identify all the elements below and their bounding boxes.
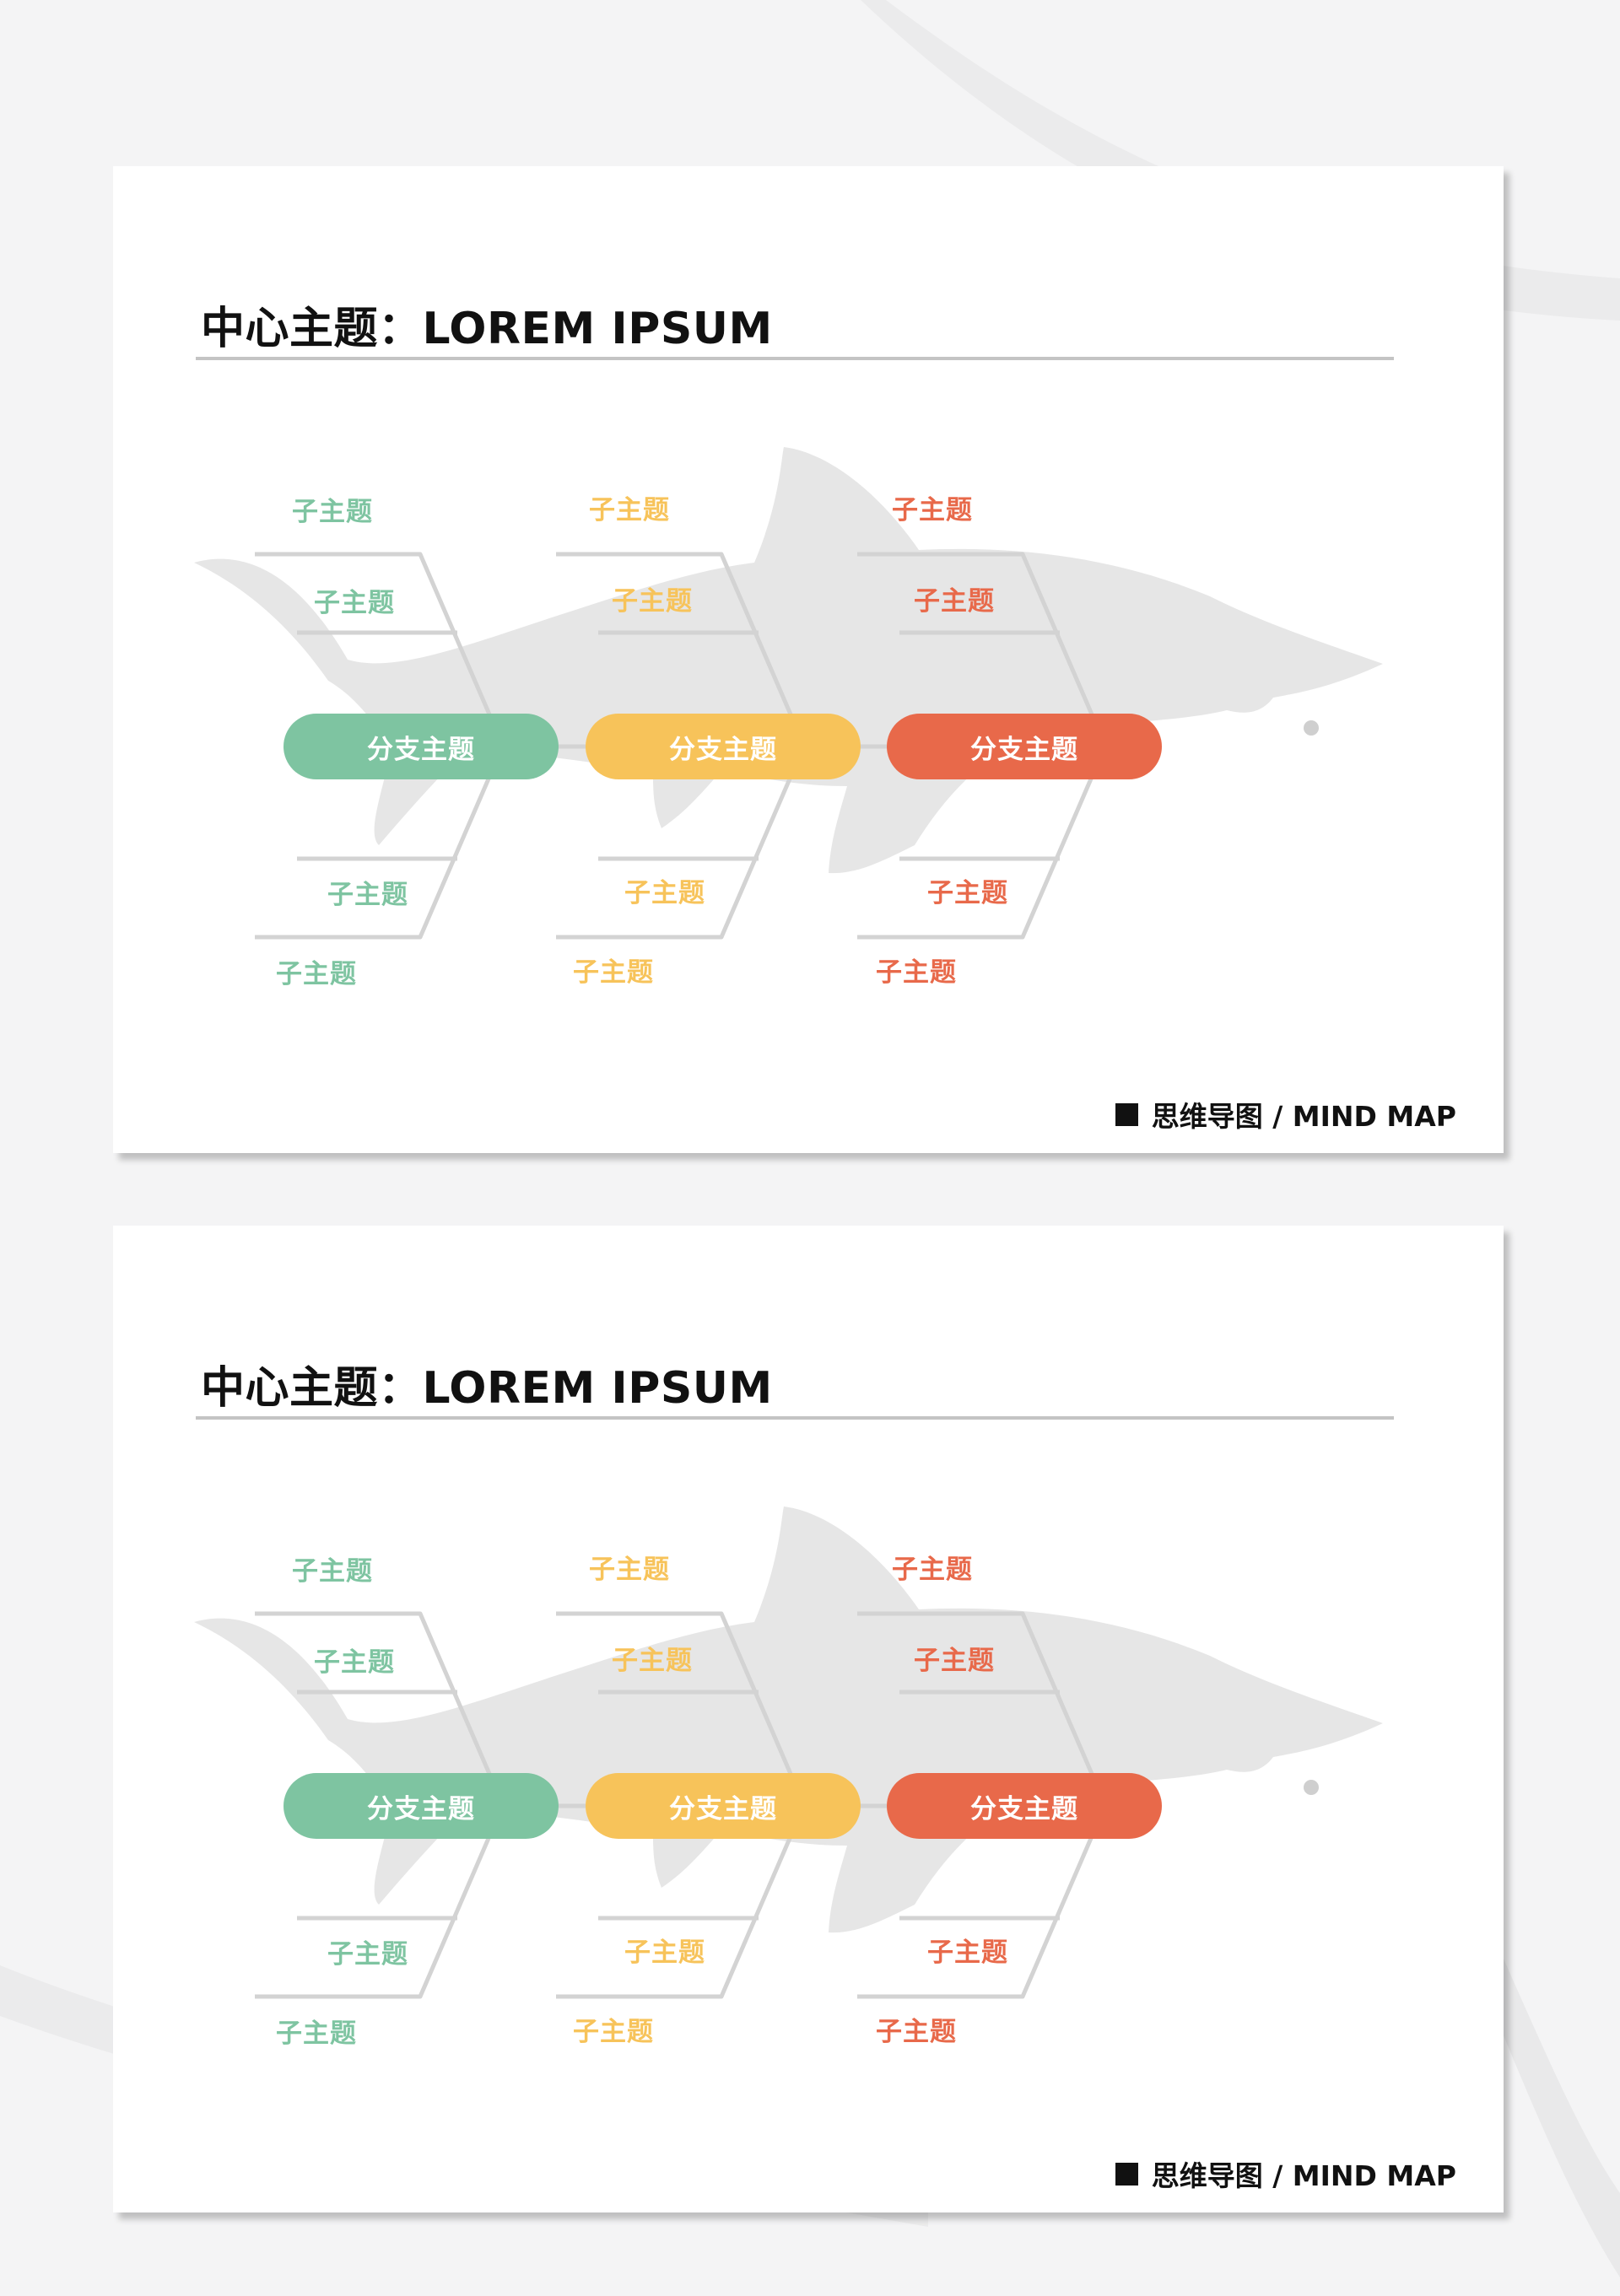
fishbone-diagram (194, 1506, 1383, 1999)
square-icon (1115, 1102, 1138, 1126)
branch-topic-1[interactable]: 分支主题 (284, 714, 559, 779)
subtopic-label[interactable]: 子主题 (612, 586, 693, 617)
subtopic-label[interactable]: 子主题 (314, 588, 395, 618)
footer-label: 思维导图 / MIND MAP (1151, 1100, 1456, 1133)
subtopic-label[interactable]: 子主题 (292, 1556, 373, 1587)
title-divider (196, 357, 1394, 360)
subtopic-label[interactable]: 子主题 (927, 878, 1008, 908)
shark-silhouette (194, 447, 1383, 874)
shark-silhouette (194, 1506, 1383, 1933)
subtopic-label[interactable]: 子主题 (573, 2017, 654, 2047)
shark-eye (1304, 720, 1319, 736)
subtopic-label[interactable]: 子主题 (876, 2017, 957, 2047)
fishbone-diagram (194, 447, 1383, 940)
subtopic-label[interactable]: 子主题 (612, 1646, 693, 1676)
square-icon (1115, 2162, 1138, 2186)
subtopic-label[interactable]: 子主题 (327, 880, 408, 910)
footer: 思维导图 / MIND MAP (1115, 2153, 1456, 2194)
branch-topic-1[interactable]: 分支主题 (284, 1773, 559, 1839)
subtopic-label[interactable]: 子主题 (276, 2018, 357, 2049)
slide-title: 中心主题：LOREM IPSUM (201, 1363, 773, 1414)
subtopic-label[interactable]: 子主题 (314, 1647, 395, 1678)
title-divider (196, 1416, 1394, 1420)
subtopic-label[interactable]: 子主题 (589, 495, 670, 525)
subtopic-label[interactable]: 子主题 (624, 878, 705, 908)
slide-2: 中心主题：LOREM IPSUM 分支主题 分支主题 分支主题 子主题 子主题 … (113, 1226, 1504, 2212)
subtopic-label[interactable]: 子主题 (892, 1555, 973, 1585)
subtopic-label[interactable]: 子主题 (927, 1938, 1008, 1968)
subtopic-label[interactable]: 子主题 (624, 1938, 705, 1968)
slide-1: 中心主题：LOREM IPSUM 分支主题 分支主题 分支主题 子主题 子主题 … (113, 166, 1504, 1153)
subtopic-label[interactable]: 子主题 (914, 586, 995, 617)
subtopic-label[interactable]: 子主题 (276, 959, 357, 989)
subtopic-label[interactable]: 子主题 (914, 1646, 995, 1676)
subtopic-label[interactable]: 子主题 (292, 497, 373, 527)
slide-title: 中心主题：LOREM IPSUM (201, 304, 773, 354)
footer-label: 思维导图 / MIND MAP (1151, 2159, 1456, 2192)
footer: 思维导图 / MIND MAP (1115, 1094, 1456, 1135)
subtopic-label[interactable]: 子主题 (892, 495, 973, 525)
branch-topic-2[interactable]: 分支主题 (586, 1773, 861, 1839)
branch-topic-3[interactable]: 分支主题 (887, 714, 1162, 779)
subtopic-label[interactable]: 子主题 (589, 1555, 670, 1585)
subtopic-label[interactable]: 子主题 (573, 957, 654, 988)
branch-topic-2[interactable]: 分支主题 (586, 714, 861, 779)
subtopic-label[interactable]: 子主题 (876, 957, 957, 988)
branch-topic-3[interactable]: 分支主题 (887, 1773, 1162, 1839)
subtopic-label[interactable]: 子主题 (327, 1939, 408, 1970)
shark-eye (1304, 1780, 1319, 1795)
